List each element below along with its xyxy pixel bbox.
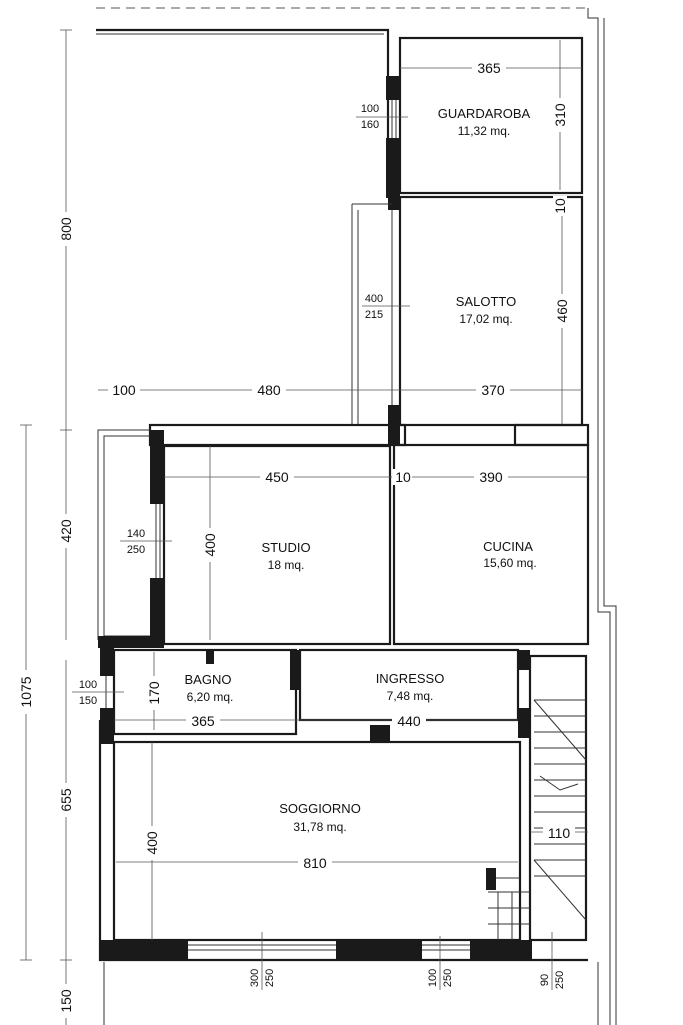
room-ingresso: INGRESSO 7,48 mq. (376, 671, 445, 703)
room-cucina: CUCINA 15,60 mq. (483, 539, 537, 570)
dim-window3-top: 90 (539, 974, 551, 986)
room-area-salotto: 17,02 mq. (459, 312, 512, 326)
dim-window2-bottom: 250 (442, 969, 454, 987)
room-name-guardaroba: GUARDAROBA (438, 106, 531, 121)
dim-stair-width: 110 (548, 825, 571, 841)
dim-salotto-width: 370 (481, 382, 505, 398)
room-soggiorno: SOGGIORNO 31,78 mq. (279, 801, 361, 834)
room-name-bagno: BAGNO (185, 672, 232, 687)
dim-salotto-depth: 460 (554, 299, 570, 323)
dim-guardaroba-wall: 10 (552, 198, 568, 214)
dim-cucina-width: 390 (479, 469, 503, 485)
dimension-labels: 365 310 10 100 160 460 400 215 100 480 3… (18, 60, 575, 1018)
dim-partition: 10 (395, 469, 411, 485)
room-name-ingresso: INGRESSO (376, 671, 445, 686)
room-studio: STUDIO 18 mq. (261, 540, 310, 572)
dim-bagno-depth: 170 (146, 681, 162, 705)
dim-bagno-width: 365 (191, 713, 215, 729)
room-name-salotto: SALOTTO (456, 294, 516, 309)
dim-left-total: 1075 (18, 676, 34, 707)
cucina-walls (392, 443, 590, 646)
studio-walls (162, 444, 392, 646)
dim-bagno-window-top: 100 (79, 679, 97, 691)
room-area-bagno: 6,20 mq. (187, 690, 234, 704)
dim-guardaroba-door-bottom: 160 (361, 119, 379, 131)
dim-soggiorno-width: 810 (303, 855, 327, 871)
dim-window2-top: 100 (427, 969, 439, 987)
room-area-ingresso: 7,48 mq. (387, 689, 434, 703)
room-area-soggiorno: 31,78 mq. (293, 820, 346, 834)
dim-left-low: 655 (58, 788, 74, 812)
room-area-cucina: 15,60 mq. (483, 556, 536, 570)
staircase (488, 654, 588, 942)
walls (96, 8, 617, 1025)
dim-window1-top: 300 (249, 969, 261, 987)
dim-ingresso-width: 440 (397, 713, 421, 729)
dim-left-bottom: 150 (58, 989, 74, 1013)
dim-studio-window-bottom: 250 (127, 544, 145, 556)
dim-window1-bottom: 250 (264, 969, 276, 987)
dim-guardaroba-depth: 310 (552, 103, 568, 127)
dimension-lines (20, 29, 588, 1025)
dim-guardaroba-door-top: 100 (361, 103, 379, 115)
dim-left-top: 800 (58, 217, 74, 241)
dim-row-left: 100 (112, 382, 136, 398)
room-name-cucina: CUCINA (483, 539, 533, 554)
dim-salotto-window-bottom: 215 (365, 309, 383, 321)
dim-row-mid: 480 (257, 382, 281, 398)
dim-salotto-window-top: 400 (365, 293, 383, 305)
dim-guardaroba-width: 365 (477, 60, 501, 76)
room-area-studio: 18 mq. (268, 558, 305, 572)
soggiorno-walls (112, 740, 522, 942)
room-salotto: SALOTTO 17,02 mq. (456, 294, 516, 326)
salotto-walls (398, 195, 584, 427)
room-name-studio: STUDIO (261, 540, 310, 555)
guardaroba-walls (398, 36, 584, 195)
room-bagno: BAGNO 6,20 mq. (185, 672, 234, 704)
dim-studio-window-top: 140 (127, 528, 145, 540)
room-area-guardaroba: 11,32 mq. (458, 124, 510, 138)
room-guardaroba: GUARDAROBA 11,32 mq. (438, 106, 531, 138)
dim-left-mid: 420 (58, 519, 74, 543)
room-name-soggiorno: SOGGIORNO (279, 801, 361, 816)
dim-studio-width: 450 (265, 469, 289, 485)
dim-bagno-window-bottom: 150 (79, 695, 97, 707)
dim-window3-bottom: 250 (554, 971, 566, 989)
dim-studio-depth: 400 (202, 533, 218, 557)
dim-soggiorno-depth: 400 (144, 831, 160, 855)
